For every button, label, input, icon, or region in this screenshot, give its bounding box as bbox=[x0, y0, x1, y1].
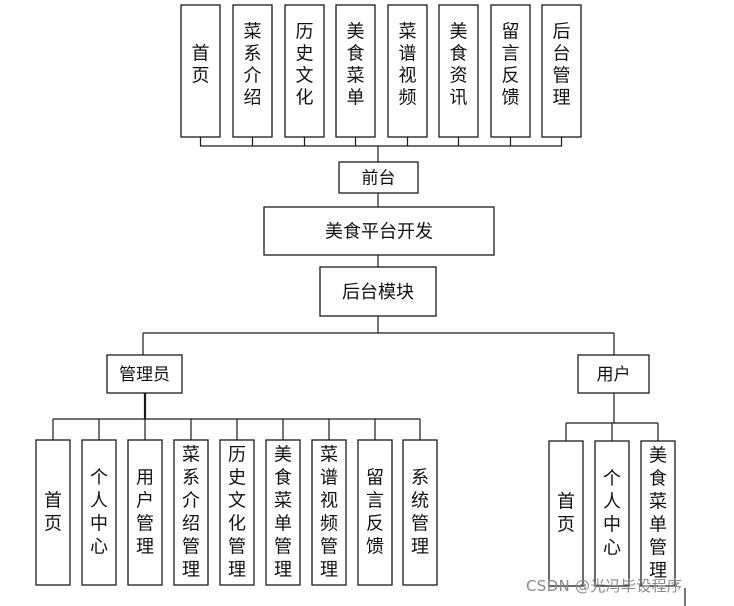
admin-node-label: 管理员 bbox=[119, 365, 170, 385]
root-node: 美食平台开发 bbox=[263, 206, 495, 256]
user-module-2-box bbox=[594, 440, 630, 587]
frontend-node-box bbox=[338, 161, 419, 194]
user-module-1: 首页 bbox=[548, 440, 584, 587]
admin-module-5-label: 历史文化管理 bbox=[228, 445, 246, 581]
root-node-label: 美食平台开发 bbox=[325, 222, 433, 243]
user-node-label: 用户 bbox=[597, 365, 631, 385]
admin-module-9-label: 系统管理 bbox=[411, 468, 429, 558]
frontend-module-4: 美食菜单 bbox=[335, 4, 376, 138]
admin-module-4-label: 菜系介绍管理 bbox=[182, 445, 200, 581]
admin-module-6-box bbox=[265, 439, 301, 586]
user-module-2-label: 个人中心 bbox=[603, 469, 621, 559]
user-module-3-box bbox=[640, 440, 676, 587]
frontend-module-5-box bbox=[387, 4, 428, 138]
frontend-module-6-box bbox=[438, 4, 479, 138]
backend-node-label: 后台模块 bbox=[342, 282, 414, 303]
admin-module-7: 菜谱视频管理 bbox=[311, 439, 347, 586]
frontend-module-8-box bbox=[541, 4, 582, 138]
admin-node-box bbox=[106, 354, 183, 394]
admin-module-1-box bbox=[35, 439, 71, 586]
admin-module-2-label: 个人中心 bbox=[90, 468, 108, 558]
root-node-box bbox=[263, 206, 495, 256]
admin-module-3: 用户管理 bbox=[127, 439, 163, 586]
frontend-module-6-label: 美食资讯 bbox=[450, 22, 468, 109]
frontend-node: 前台 bbox=[338, 161, 419, 194]
frontend-module-6: 美食资讯 bbox=[438, 4, 479, 138]
admin-module-9: 系统管理 bbox=[402, 439, 438, 586]
admin-module-3-box bbox=[127, 439, 163, 586]
admin-module-8: 留言反馈 bbox=[357, 439, 393, 586]
frontend-module-5-label: 菜谱视频 bbox=[399, 22, 417, 109]
nodes: 首页菜系介绍历史文化美食菜单菜谱视频美食资讯留言反馈后台管理前台美食平台开发后台… bbox=[35, 4, 676, 587]
frontend-module-7-label: 留言反馈 bbox=[502, 22, 520, 109]
backend-node: 后台模块 bbox=[319, 266, 437, 317]
admin-module-7-box bbox=[311, 439, 347, 586]
admin-module-8-label: 留言反馈 bbox=[366, 468, 384, 558]
user-module-2: 个人中心 bbox=[594, 440, 630, 587]
frontend-module-8: 后台管理 bbox=[541, 4, 582, 138]
backend-node-box bbox=[319, 266, 437, 317]
admin-module-7-label: 菜谱视频管理 bbox=[320, 445, 338, 581]
admin-module-2: 个人中心 bbox=[81, 439, 117, 586]
user-module-3-label: 美食菜单管理 bbox=[649, 446, 667, 582]
admin-module-5-box bbox=[219, 439, 255, 586]
frontend-module-3-box bbox=[284, 4, 325, 138]
frontend-module-2: 菜系介绍 bbox=[232, 4, 273, 138]
frontend-module-4-label: 美食菜单 bbox=[347, 22, 365, 109]
frontend-module-1-label: 首页 bbox=[192, 44, 210, 87]
user-module-1-label: 首页 bbox=[557, 492, 575, 536]
connectors bbox=[52, 137, 686, 606]
user-node-box bbox=[577, 354, 650, 394]
admin-module-3-label: 用户管理 bbox=[136, 468, 154, 558]
frontend-module-3: 历史文化 bbox=[284, 4, 325, 138]
frontend-module-1: 首页 bbox=[180, 4, 221, 138]
user-module-1-box bbox=[548, 440, 584, 587]
frontend-module-1-box bbox=[180, 4, 221, 138]
user-node: 用户 bbox=[577, 354, 650, 394]
admin-module-8-box bbox=[357, 439, 393, 586]
frontend-module-2-label: 菜系介绍 bbox=[244, 22, 262, 109]
watermark: CSDN @光冯毕设程序 bbox=[526, 577, 683, 595]
user-module-3: 美食菜单管理 bbox=[640, 440, 676, 587]
frontend-node-label: 前台 bbox=[362, 169, 396, 189]
frontend-module-8-label: 后台管理 bbox=[553, 22, 571, 109]
frontend-module-4-box bbox=[335, 4, 376, 138]
frontend-module-7: 留言反馈 bbox=[490, 4, 531, 138]
frontend-module-3-label: 历史文化 bbox=[296, 22, 314, 109]
admin-module-5: 历史文化管理 bbox=[219, 439, 255, 586]
frontend-module-2-box bbox=[232, 4, 273, 138]
admin-module-9-box bbox=[402, 439, 438, 586]
admin-module-1: 首页 bbox=[35, 439, 71, 586]
admin-module-4: 菜系介绍管理 bbox=[173, 439, 209, 586]
admin-node: 管理员 bbox=[106, 354, 183, 394]
admin-module-6: 美食菜单管理 bbox=[265, 439, 301, 586]
admin-module-4-box bbox=[173, 439, 209, 586]
frontend-module-5: 菜谱视频 bbox=[387, 4, 428, 138]
admin-module-1-label: 首页 bbox=[44, 491, 62, 535]
admin-module-6-label: 美食菜单管理 bbox=[274, 445, 292, 581]
admin-module-2-box bbox=[81, 439, 117, 586]
frontend-module-7-box bbox=[490, 4, 531, 138]
